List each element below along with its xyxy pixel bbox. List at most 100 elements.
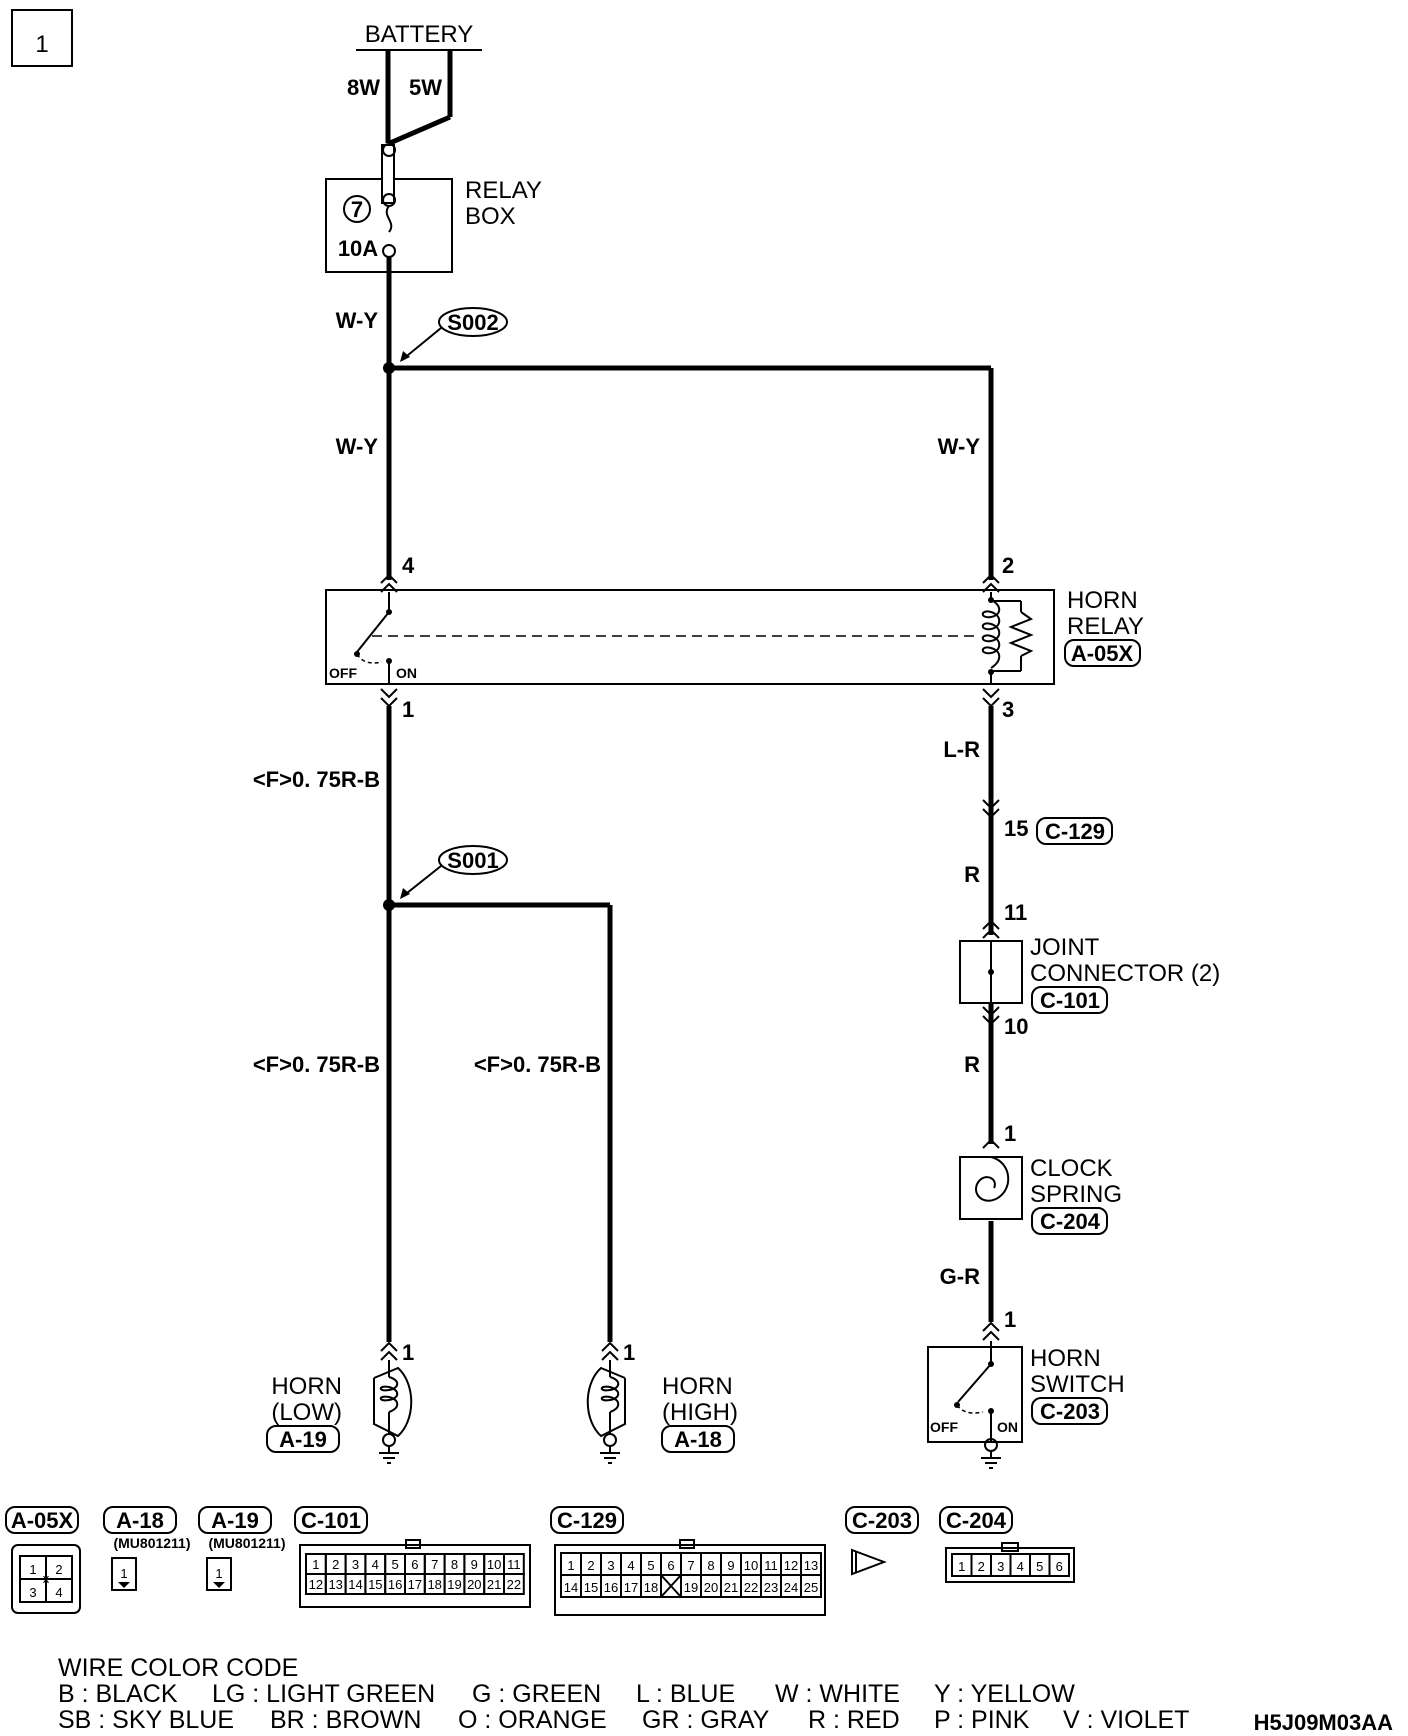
pin-number: 11 [764,1558,778,1573]
pin-number: 8 [707,1558,714,1573]
pin-number: 21 [487,1577,501,1592]
pin-cell [800,1574,822,1598]
pin-number: 24 [784,1580,798,1595]
clock-spring-label-1: CLOCK [1030,1155,1113,1182]
pin-number: 12 [309,1577,323,1592]
legend-r: R : RED [808,1706,900,1734]
fuse-label-5w: 5W [409,75,442,100]
joint-connector-label-1: JOINT [1030,934,1100,961]
pin-number: 7 [687,1558,694,1573]
a05x-pin-3: 3 [29,1585,36,1600]
pin-number: 6 [667,1558,674,1573]
horn-low-pin: 1 [402,1340,414,1365]
pin-number: 23 [764,1580,778,1595]
horn-low-label-1: HORN [271,1373,342,1400]
horn-switch-connector: C-203 [1040,1399,1100,1424]
pin-number: 22 [507,1577,521,1592]
legend-l: L : BLUE [636,1680,735,1708]
switch-off-label: OFF [930,1419,958,1435]
c129-connector-label: C-129 [1045,819,1105,844]
connector-view-c203-id: C-203 [852,1508,912,1533]
wire-right-branch: L-R 15 C-129 R R G-R [940,706,1113,1322]
horn-high: 1 HORN (HIGH) A-18 [586,1340,738,1464]
connector-view-c204-id: C-204 [946,1508,1007,1533]
empty-cavity-mark [660,1574,682,1598]
joint-pin-11: 11 [1004,900,1027,925]
horn-switch-pin: 1 [1004,1307,1016,1332]
battery: BATTERY 8W 5W [347,21,482,146]
pin-number: 1 [312,1557,319,1572]
legend-v: V : VIOLET [1063,1706,1189,1734]
legend-sb: SB : SKY BLUE [58,1706,234,1734]
pin-number: 4 [627,1558,634,1573]
pin-number: 2 [332,1557,339,1572]
relay-pin-2: 2 [1002,553,1014,578]
pin-number: 17 [624,1580,638,1595]
connector-view-c129-id: C-129 [557,1508,617,1533]
pin-number: 3 [997,1559,1004,1574]
wire-r-b: <F>0. 75R-B <F>0. 75R-B <F>0. 75R-B [253,706,613,1342]
connector-view-a05x-id: A-05X [11,1508,74,1533]
horn-high-label-2: (HIGH) [662,1399,738,1426]
relay-box-label-1: RELAY [465,177,542,204]
splice-s002: S002 [400,307,508,362]
horn-relay-label-2: RELAY [1067,613,1144,640]
pin-number: 16 [604,1580,618,1595]
connector-view-a18-id: A-18 [116,1508,164,1533]
legend-g: G : GREEN [472,1680,601,1708]
pin-number: 20 [704,1580,718,1595]
joint-connector-label-2: CONNECTOR (2) [1030,960,1220,987]
splice-s002-label: S002 [447,310,498,335]
pin-number: 1 [567,1558,574,1573]
wire-label-rb-lower-left: <F>0. 75R-B [253,1052,380,1077]
horn-low-label-2: (LOW) [271,1399,342,1426]
pin-cell [503,1573,525,1595]
pin-number: 25 [804,1580,818,1595]
connector-view-c101-id: C-101 [301,1508,361,1533]
pin-number: 18 [427,1577,441,1592]
connector-view-a18-part: (MU801211) [113,1535,190,1551]
wire-label-lr: L-R [943,737,980,762]
wire-label-wy-left: W-Y [336,434,379,459]
pin-number: 2 [978,1559,985,1574]
pin-number: 10 [487,1557,501,1572]
pin-number: 4 [1017,1559,1024,1574]
a05x-pin-1: 1 [29,1562,36,1577]
relay-pin-4: 4 [402,553,415,578]
pin-number: 19 [684,1580,698,1595]
pin-number: 13 [328,1577,342,1592]
horn-relay-connector: A-05X [1071,641,1134,666]
wire-color-legend: WIRE COLOR CODE B : BLACK LG : LIGHT GRE… [58,1654,1189,1734]
wire-label-rb-lower-right: <F>0. 75R-B [474,1052,601,1077]
joint-connector: 11 10 JOINT CONNECTOR (2) C-101 [959,900,1220,1039]
splice-s001: S001 [400,845,508,899]
pin-cell [1048,1553,1070,1577]
relay-box: 7 10A RELAY BOX [325,143,542,273]
pin-number: 9 [727,1558,734,1573]
pin-number: 21 [724,1580,738,1595]
horn-switch-label-1: HORN [1030,1345,1101,1372]
connector-views: A-05X 1 2 3 4 x A-18 (MU801211) 1 A-19 (… [5,1506,1075,1616]
pin-number: 5 [1036,1559,1043,1574]
pin-number: 16 [388,1577,402,1592]
pin-number: 17 [408,1577,422,1592]
pin-number: 9 [471,1557,478,1572]
pin-number: 8 [451,1557,458,1572]
a05x-mark: x [43,1571,50,1586]
pin-number: 14 [564,1580,578,1595]
a05x-pin-4: 4 [55,1585,62,1600]
pin-number: 4 [372,1557,379,1572]
horn-low: 1 HORN (LOW) A-19 [266,1340,414,1464]
splice-s001-label: S001 [447,848,498,873]
legend-lg: LG : LIGHT GREEN [212,1680,435,1708]
clock-spring-pin: 1 [1004,1121,1016,1146]
fuse-number: 7 [351,197,363,222]
c129-pin: 15 [1004,816,1028,841]
connector-view-a19-id: A-19 [211,1508,259,1533]
horn-high-label-1: HORN [662,1373,733,1400]
pin-number: 1 [958,1559,965,1574]
pin-number: 10 [744,1558,758,1573]
